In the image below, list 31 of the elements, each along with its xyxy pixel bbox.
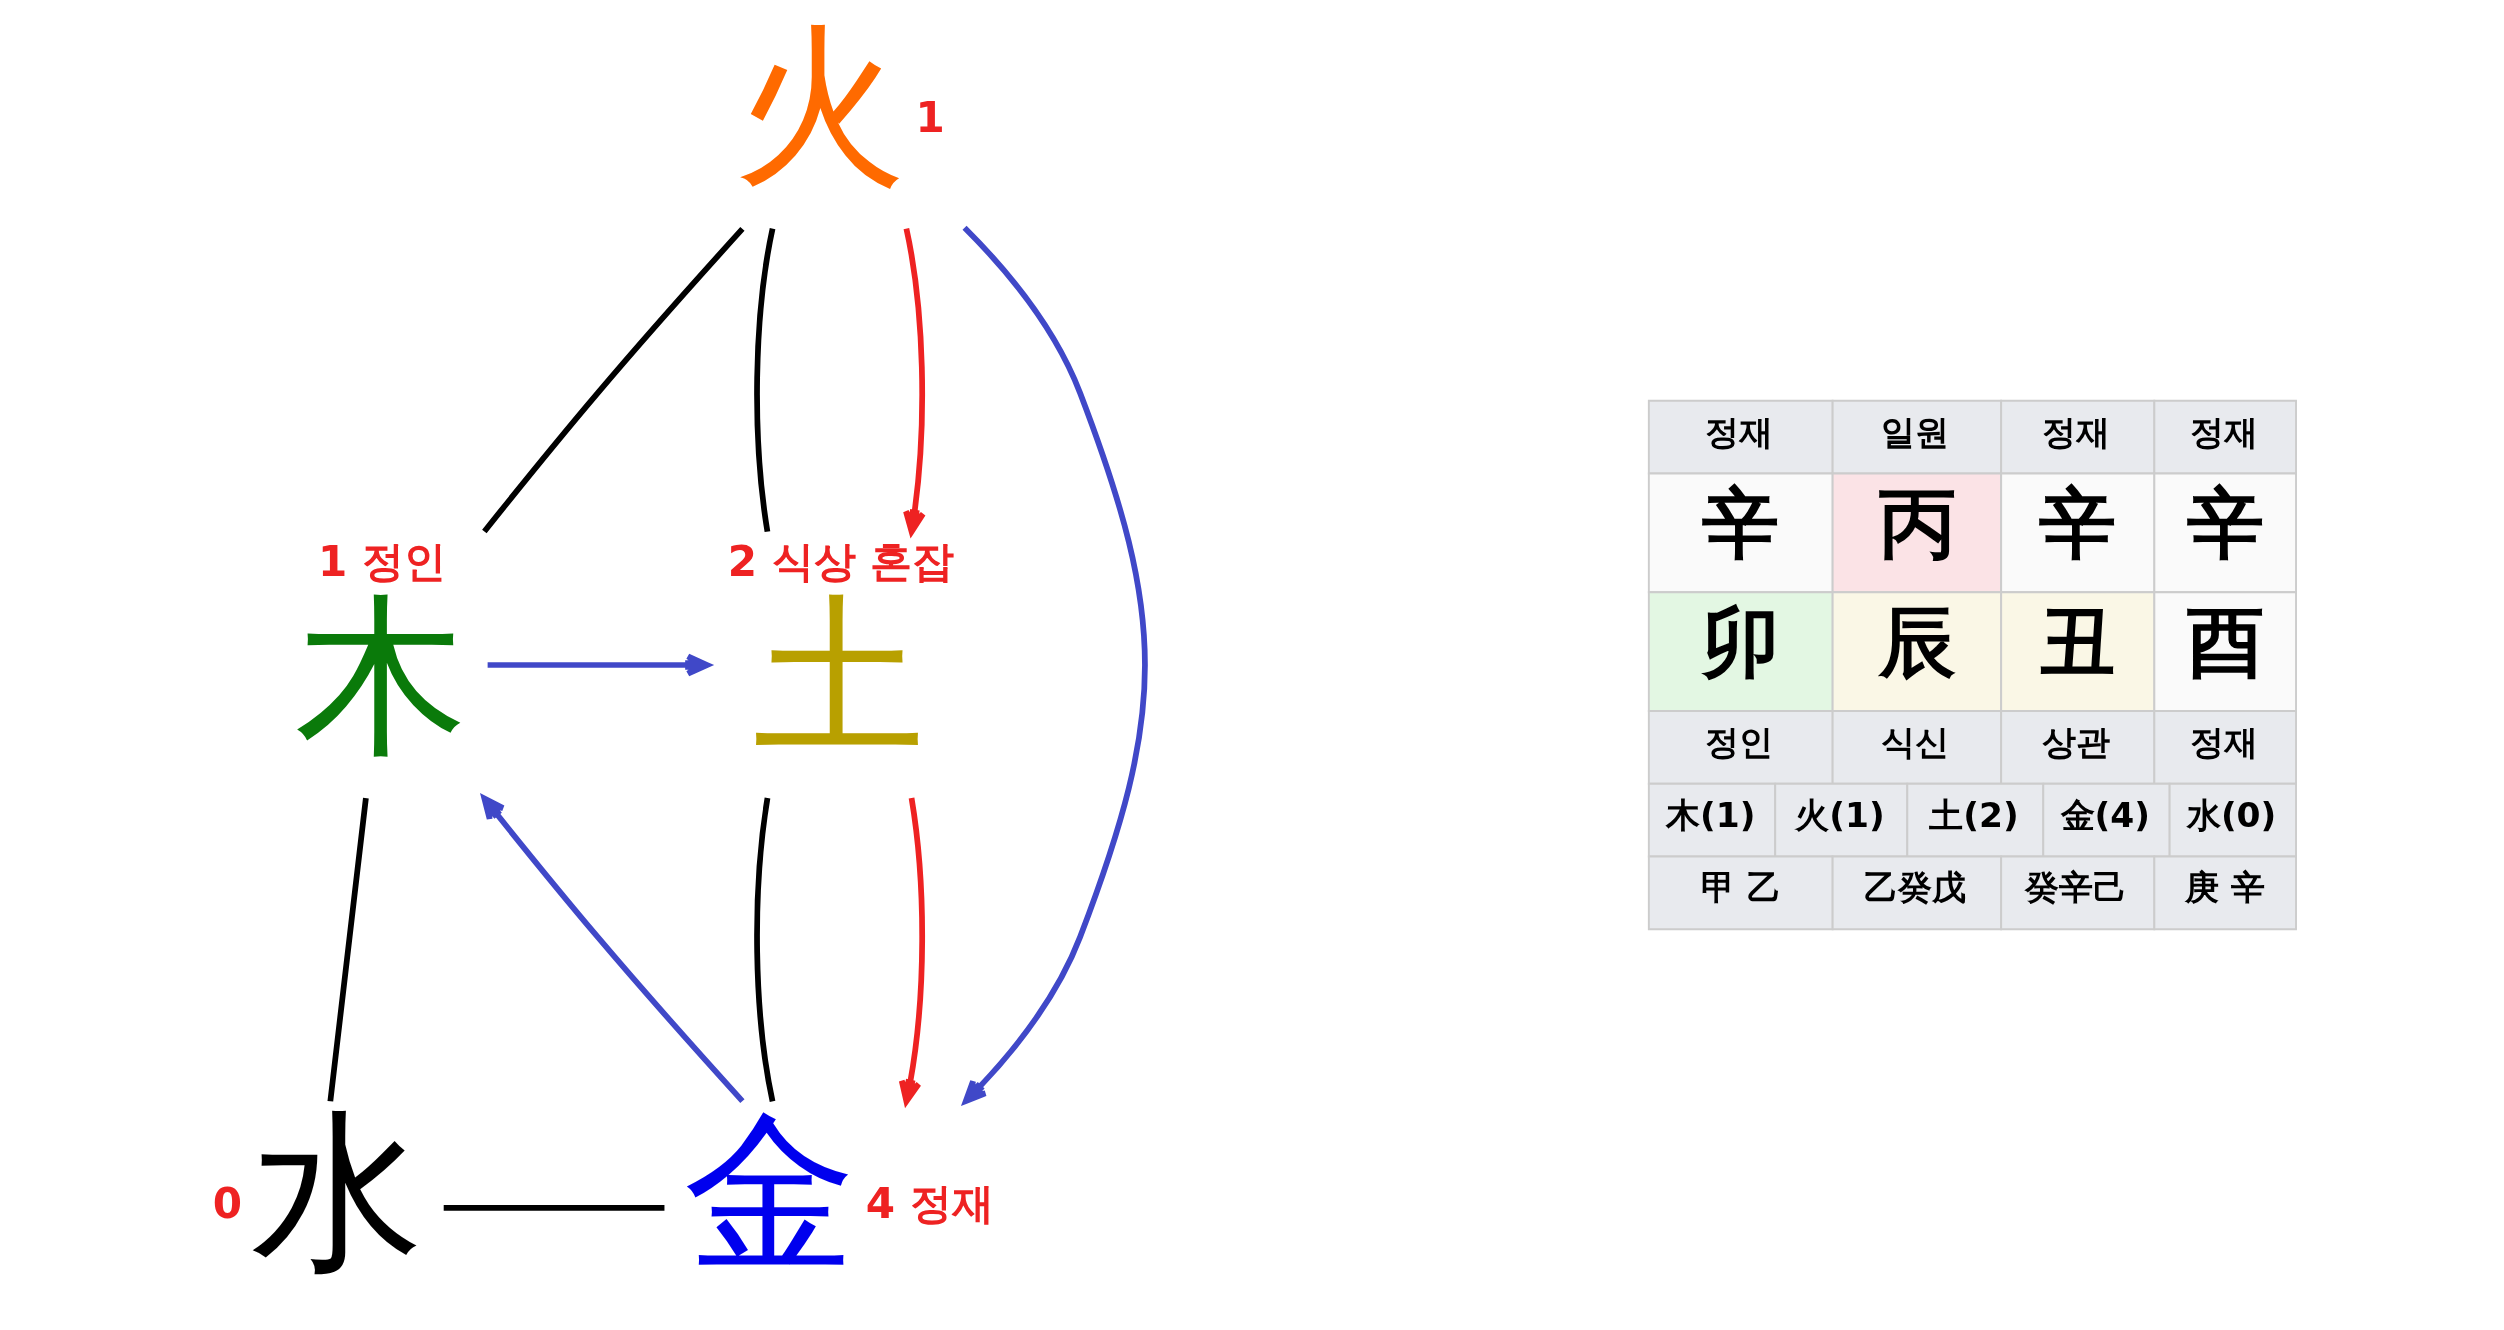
node-label: 1: [915, 92, 945, 142]
node-text: 火: [733, 6, 906, 208]
label: 卯: [1702, 597, 1780, 687]
label: 정재: [2189, 411, 2258, 452]
label: 정재: [2042, 411, 2111, 452]
node-label: 4 정재: [865, 1178, 994, 1228]
node-label: 0: [212, 1178, 243, 1228]
label: 木(1): [1666, 794, 1756, 835]
label: 辛: [1702, 479, 1780, 569]
node-text: 金: [683, 1091, 856, 1293]
label: 甲 乙: [1700, 867, 1781, 908]
label: 乙癸戊: [1864, 867, 1967, 908]
label: 辛: [2186, 479, 2264, 569]
node-text: 水: [251, 1091, 424, 1293]
label: 癸辛己: [2025, 867, 2128, 908]
label: 酉: [2186, 597, 2264, 687]
label: 일원: [1881, 411, 1950, 452]
label: 상관: [2042, 721, 2111, 762]
label: 식신: [1881, 721, 1950, 762]
label: 정재: [1705, 411, 1774, 452]
label: 丙: [1878, 479, 1956, 569]
label: 정재: [2189, 721, 2258, 762]
label: 정인: [1705, 721, 1774, 762]
label: 土(2): [1929, 794, 2019, 835]
label: 辛: [2039, 479, 2117, 569]
label: 辰: [1878, 597, 1956, 687]
label: 庚 辛: [2184, 867, 2265, 908]
label: 水(0): [2186, 794, 2277, 835]
label: 丑: [2039, 597, 2117, 687]
label: 火(1): [1795, 794, 1885, 835]
label: 金(4): [2060, 794, 2150, 835]
